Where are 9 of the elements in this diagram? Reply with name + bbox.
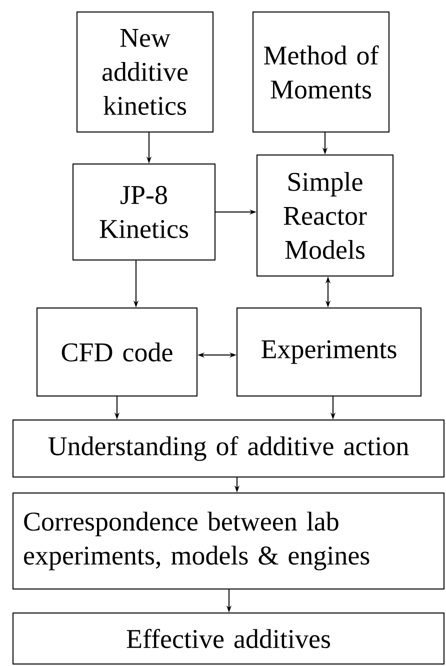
process-box: Simple Reactor Models (256, 154, 394, 276)
process-box: CFD code (36, 308, 198, 396)
process-box: Understanding of additive action (12, 420, 444, 478)
process-box: Method of Moments (252, 12, 390, 132)
process-box: New additive kinetics (76, 12, 214, 132)
process-box: Experiments (236, 308, 422, 396)
process-box: Correspondence between lab experiments, models & engines (12, 492, 444, 590)
process-box: JP-8 Kinetics (72, 164, 216, 260)
process-box: Effective additives (12, 612, 444, 664)
